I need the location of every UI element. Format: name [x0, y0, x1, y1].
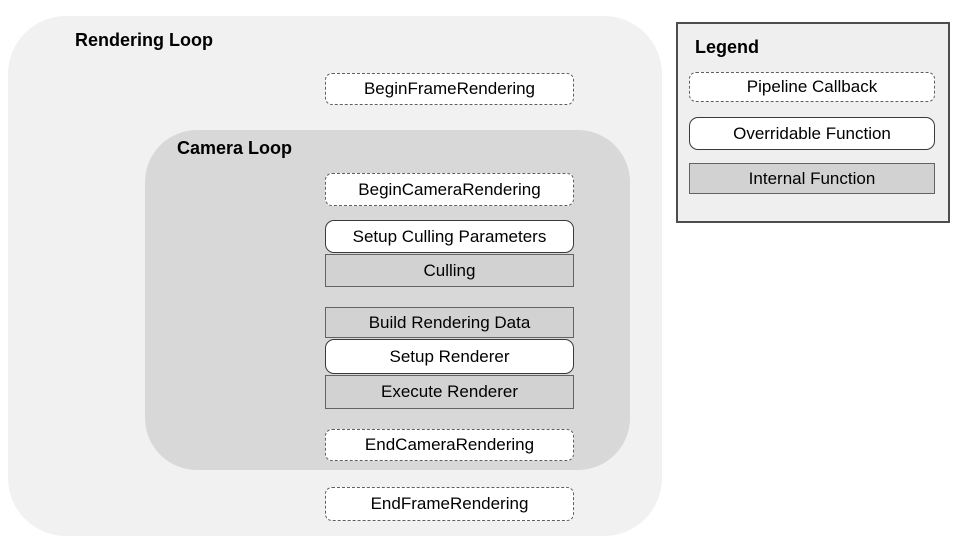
- node-begin-camera-rendering: BeginCameraRendering: [325, 173, 574, 206]
- camera-loop-label: Camera Loop: [177, 138, 293, 158]
- node-end-camera-rendering: EndCameraRendering: [325, 429, 574, 461]
- node-culling: Culling: [325, 254, 574, 287]
- rendering-loop-label: Rendering Loop: [75, 30, 213, 50]
- legend-item-pipeline-callback: Pipeline Callback: [689, 72, 935, 102]
- legend-item-internal-function: Internal Function: [689, 163, 935, 194]
- node-begin-frame-rendering: BeginFrameRendering: [325, 73, 574, 105]
- legend-title: Legend: [695, 37, 760, 57]
- legend-panel: Legend Pipeline Callback Overridable Fun…: [676, 22, 950, 223]
- node-setup-culling-parameters: Setup Culling Parameters: [325, 220, 574, 253]
- node-execute-renderer: Execute Renderer: [325, 375, 574, 409]
- rendering-loop-container: Rendering Loop BeginFrameRendering Camer…: [8, 16, 662, 536]
- legend-item-overridable-function: Overridable Function: [689, 117, 935, 150]
- camera-loop-container: Camera Loop BeginCameraRendering Setup C…: [145, 130, 630, 470]
- node-setup-renderer: Setup Renderer: [325, 339, 574, 374]
- node-build-rendering-data: Build Rendering Data: [325, 307, 574, 338]
- node-end-frame-rendering: EndFrameRendering: [325, 487, 574, 521]
